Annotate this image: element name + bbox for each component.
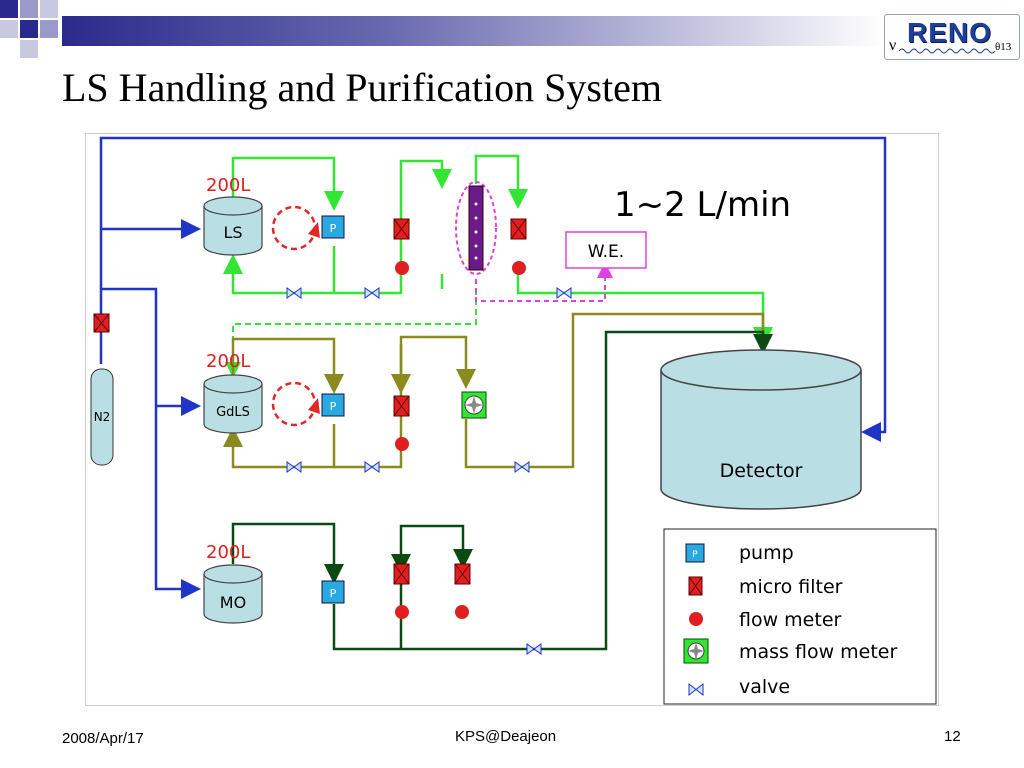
flow-meter-icon [395, 261, 409, 275]
gdls-tank-label: GdLS [216, 405, 250, 420]
title-bar-gradient [62, 16, 884, 46]
logo-wordmark: RENO [907, 17, 992, 48]
footer-venue: KPS@Deajeon [455, 728, 557, 745]
legend-label: valve [739, 676, 790, 698]
flow-meter-icon [395, 605, 409, 619]
gdls-recirculation-loop [271, 381, 320, 427]
legend-flow-meter-icon [689, 612, 703, 626]
purification-column [455, 181, 497, 275]
corner-square-decoration [20, 0, 38, 18]
flow-meter-icon [395, 437, 409, 451]
legend-valve-icon [688, 682, 704, 697]
mo-lines [231, 330, 773, 651]
logo-theta-symbol: θ13 [995, 41, 1012, 53]
pump-icon: P [321, 580, 345, 604]
n2-label: N2 [94, 410, 111, 424]
valve-icon [364, 461, 380, 473]
we-label: W.E. [588, 242, 624, 262]
corner-square-decoration [0, 20, 18, 38]
micro-filter-icon [454, 563, 471, 585]
micro-filter-icon [93, 313, 110, 333]
pump-letter: P [692, 550, 698, 560]
purification-diagram: N2 200L LS 200L GdLS 200L MO P P [85, 133, 939, 706]
n2-lines [99, 136, 887, 599]
legend-mass-flow-meter-icon [683, 638, 709, 664]
legend: P pump micro filter flow meter mass flow… [663, 528, 937, 705]
page-number: 12 [944, 728, 961, 745]
gdls-tank-volume: 200L [206, 351, 250, 372]
valve-icon [556, 287, 572, 299]
logo-wave [899, 48, 996, 54]
diagram-canvas: N2 200L LS 200L GdLS 200L MO P P [90, 136, 937, 705]
legend-micro-filter-icon [688, 576, 703, 596]
reno-logo: ν RENO θ13 [884, 14, 1020, 60]
footer-date: 2008/Apr/17 [62, 730, 144, 747]
valve-icon [286, 461, 302, 473]
ls-tank: 200L LS [203, 175, 263, 256]
flow-meter-icon [455, 605, 469, 619]
legend-label: pump [739, 542, 794, 564]
detector-label: Detector [720, 460, 803, 482]
corner-square-decoration [20, 20, 38, 38]
micro-filter-icon [510, 218, 527, 240]
corner-square-decoration [20, 40, 38, 58]
pump-letter: P [330, 222, 337, 235]
legend-label: mass flow meter [739, 641, 897, 663]
we-dashed-line [475, 262, 613, 302]
we-box: W.E. [565, 231, 647, 269]
corner-square-decoration [0, 0, 18, 18]
gdls-tank: 200L GdLS [203, 351, 263, 434]
pump-letter: P [330, 587, 337, 600]
ls-recirculation-loop [271, 205, 320, 251]
valve-icon [364, 287, 380, 299]
valve-icon [514, 461, 530, 473]
valve-icon [286, 287, 302, 299]
legend-label: micro filter [739, 576, 843, 598]
n2-gas-bottle: N2 [90, 368, 114, 466]
valve-icon [526, 643, 542, 655]
corner-square-decoration [40, 20, 58, 38]
pump-icon: P [321, 215, 345, 239]
micro-filter-icon [393, 563, 410, 585]
logo-nu-symbol: ν [889, 37, 897, 54]
mo-tank: 200L MO [203, 542, 263, 624]
corner-square-decoration [40, 0, 58, 18]
flow-meter-icon [512, 261, 526, 275]
legend-label: flow meter [739, 609, 842, 631]
pump-icon: P [321, 393, 345, 417]
ls-to-gdls-dashed-line [225, 289, 477, 378]
gdls-lines [223, 312, 765, 469]
detector-vessel: Detector [660, 349, 862, 510]
ls-tank-volume: 200L [206, 175, 250, 196]
ls-tank-label: LS [223, 223, 242, 242]
pump-letter: P [330, 400, 337, 413]
legend-pump-icon: P [685, 543, 705, 563]
flow-rate-label: 1~2 L/min [614, 185, 791, 225]
mass-flow-meter-icon [461, 391, 487, 419]
micro-filter-icon [393, 218, 410, 240]
slide-title: LS Handling and Purification System [62, 65, 662, 110]
mo-tank-volume: 200L [206, 542, 250, 563]
micro-filter-icon [393, 395, 410, 417]
mo-tank-label: MO [220, 593, 246, 612]
